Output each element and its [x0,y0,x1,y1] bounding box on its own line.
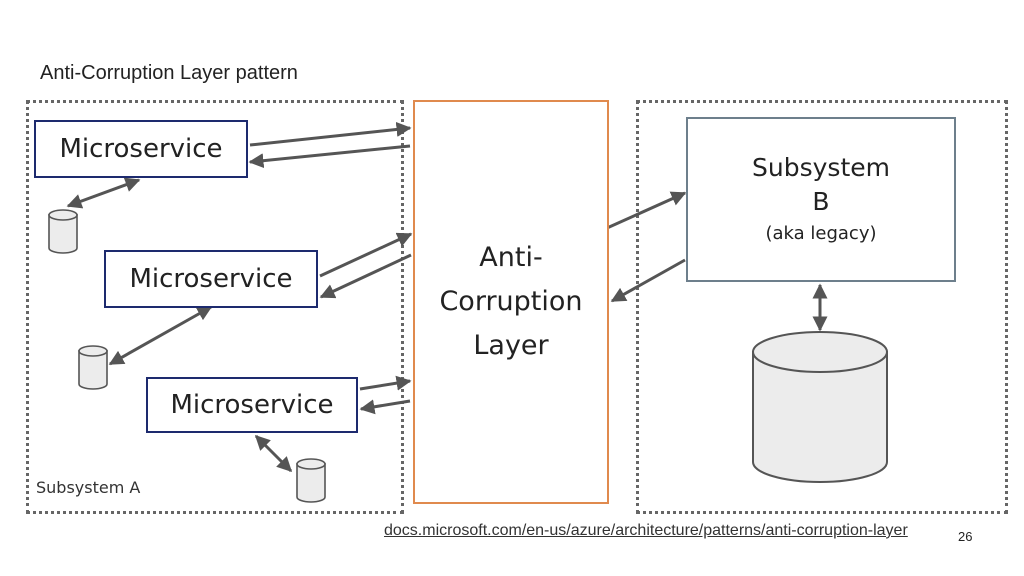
microservice-box-2: Microservice [104,250,318,308]
acl-label-line: Layer [473,330,549,361]
database-icon [296,458,326,503]
arrow-ms2-to-acl [319,232,413,278]
acl-label-line: Anti- [479,242,543,273]
arrow-ms2-db [108,305,213,366]
microservice-box-1: Microservice [34,120,248,178]
microservice-box-3: Microservice [146,377,358,433]
subsystem-b-letter: B [812,187,830,216]
arrow-acl-to-subsystem-b [606,191,687,230]
arrow-ms1-db [66,177,141,209]
subsystem-b-boundary [636,100,1008,514]
subsystem-b-subtitle: (aka legacy) [765,223,877,244]
database-icon [78,345,108,390]
reference-link[interactable]: docs.microsoft.com/en-us/azure/architect… [384,522,908,539]
arrow-acl-to-ms3 [359,399,411,415]
arrow-ms1-to-acl [249,121,412,147]
subsystem-b-title: Subsystem [752,153,890,182]
microservice-label: Microservice [59,134,223,164]
legacy-database-icon [752,331,888,483]
acl-label-line: Corruption [439,286,583,317]
arrow-acl-to-ms2 [319,253,412,299]
slide-title: Anti-Corruption Layer pattern [40,62,298,84]
arrow-ms3-to-acl [359,375,412,391]
subsystem-a-label: Subsystem A [36,478,141,497]
subsystem-b-box: Subsystem B (aka legacy) [686,117,956,282]
microservice-label: Microservice [170,390,334,420]
arrow-acl-to-ms1 [248,144,411,169]
arrow-ms3-db [254,434,293,473]
subsystem-a-boundary [26,100,404,514]
page-number: 26 [958,529,973,544]
arrow-subsystem-b-to-acl [610,258,686,303]
database-icon [48,209,78,254]
anti-corruption-layer-box: Anti- Corruption Layer [413,100,609,504]
microservice-label: Microservice [129,264,293,294]
